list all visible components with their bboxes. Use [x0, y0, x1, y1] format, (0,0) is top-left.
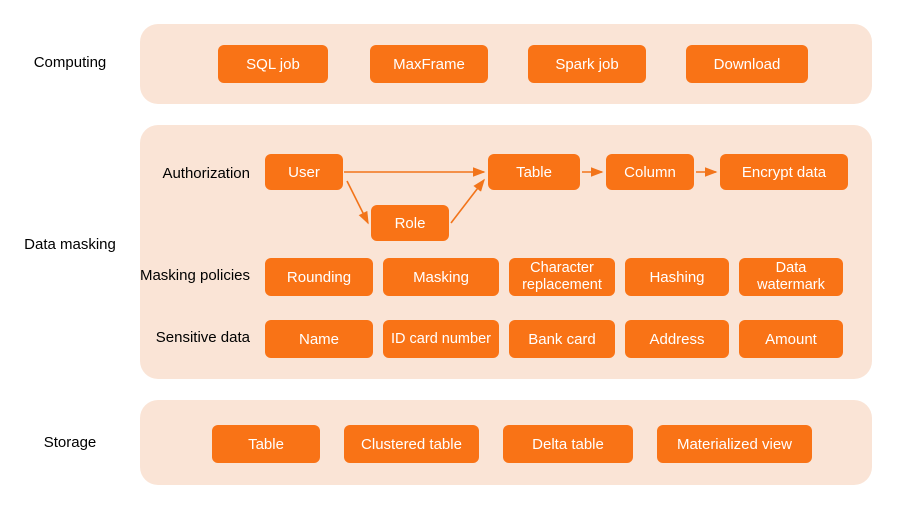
chip-maxframe[interactable]: MaxFrame	[370, 45, 488, 83]
chip-character-replacement[interactable]: Character replacement	[509, 258, 615, 296]
row-label-sensitive-data: Sensitive data	[155, 329, 250, 346]
chip-role[interactable]: Role	[371, 205, 449, 241]
section-label-storage: Storage	[43, 434, 97, 451]
chip-materialized-view[interactable]: Materialized view	[657, 425, 812, 463]
section-label-computing: Computing	[33, 54, 107, 71]
chip-masking[interactable]: Masking	[383, 258, 499, 296]
chip-clustered-table[interactable]: Clustered table	[344, 425, 479, 463]
chip-bank-card[interactable]: Bank card	[509, 320, 615, 358]
section-label-data-masking: Data masking	[24, 236, 116, 253]
chip-name[interactable]: Name	[265, 320, 373, 358]
chip-address[interactable]: Address	[625, 320, 729, 358]
row-label-authorization: Authorization	[162, 165, 250, 182]
chip-column[interactable]: Column	[606, 154, 694, 190]
chip-user[interactable]: User	[265, 154, 343, 190]
chip-amount[interactable]: Amount	[739, 320, 843, 358]
row-label-masking-policies: Masking policies	[139, 267, 250, 284]
chip-download[interactable]: Download	[686, 45, 808, 83]
chip-sql-job[interactable]: SQL job	[218, 45, 328, 83]
chip-storage-table[interactable]: Table	[212, 425, 320, 463]
chip-id-card-number[interactable]: ID card number	[383, 320, 499, 358]
chip-table[interactable]: Table	[488, 154, 580, 190]
chip-spark-job[interactable]: Spark job	[528, 45, 646, 83]
chip-rounding[interactable]: Rounding	[265, 258, 373, 296]
chip-delta-table[interactable]: Delta table	[503, 425, 633, 463]
chip-data-watermark[interactable]: Data watermark	[739, 258, 843, 296]
chip-encrypt-data[interactable]: Encrypt data	[720, 154, 848, 190]
chip-hashing[interactable]: Hashing	[625, 258, 729, 296]
